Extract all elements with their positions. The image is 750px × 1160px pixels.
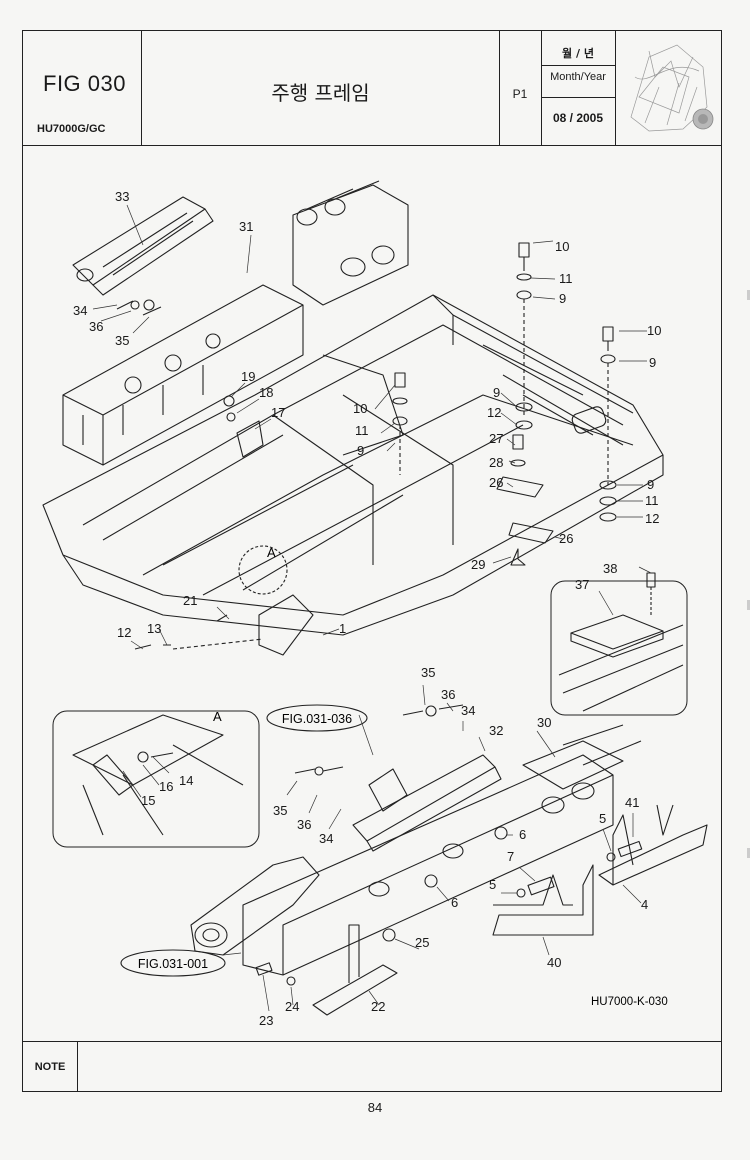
callout-11: 11 (355, 423, 369, 438)
month-year-label-en: Month/Year (550, 71, 606, 83)
callout-9: 9 (559, 291, 566, 306)
callout-15: 15 (141, 793, 155, 808)
detail-inset-label-a: A (213, 709, 222, 724)
track-guard-part-22 (312, 964, 398, 1016)
callout-12: 12 (487, 405, 501, 420)
callout-19: 19 (241, 369, 255, 384)
header-divider (499, 31, 500, 145)
drawing-ref-code: HU7000-K-030 (591, 996, 668, 1008)
month-year-label-kr: 월 / 년 (562, 47, 594, 60)
callout-6: 6 (451, 895, 458, 910)
scan-edge-mark (747, 290, 750, 300)
upper-arm-part-33 (72, 196, 206, 286)
callout-26: 26 (489, 475, 503, 490)
figure-code: FIG 030 (43, 71, 126, 96)
callout-34: 34 (319, 831, 333, 846)
fig-ref-031-001[interactable]: FIG.031-001 (120, 949, 226, 977)
callout-5: 5 (489, 877, 496, 892)
header-divider (541, 31, 542, 145)
header-divider (541, 97, 615, 98)
callout-36: 36 (89, 319, 103, 334)
callout-10: 10 (353, 401, 367, 416)
callout-13: 13 (147, 621, 161, 636)
callout-23: 23 (259, 1013, 273, 1028)
detail-marker-a: A (267, 545, 276, 560)
callout-17: 17 (271, 405, 285, 420)
callout-10: 10 (555, 239, 569, 254)
page-number: 84 (367, 1100, 383, 1115)
callout-40: 40 (547, 955, 561, 970)
callout-33: 33 (115, 189, 129, 204)
callout-26: 26 (559, 531, 573, 546)
callout-35: 35 (115, 333, 129, 348)
callout-12: 12 (117, 625, 131, 640)
callout-10: 10 (647, 323, 661, 338)
callout-11: 11 (645, 493, 659, 508)
callout-28: 28 (489, 455, 503, 470)
callout-31: 31 (239, 219, 253, 234)
callout-25: 25 (415, 935, 429, 950)
lower-arm-part-32 (352, 754, 496, 842)
note-row: NOTE (23, 1041, 721, 1092)
callout-34: 34 (461, 703, 475, 718)
callout-9: 9 (647, 477, 654, 492)
exploded-view-drawing: 33 31 34 36 35 19 18 17 10 11 9 10 9 10 … (23, 145, 721, 1041)
callout-6: 6 (519, 827, 526, 842)
header-block: FIG 030 HU7000G/GC 주행 프레임 P1 월 / 년 Month… (23, 31, 721, 146)
callout-21: 21 (183, 593, 197, 608)
callout-9: 9 (357, 443, 364, 458)
callout-11: 11 (559, 271, 573, 286)
callout-36: 36 (297, 817, 311, 832)
note-label: NOTE (23, 1042, 78, 1092)
callout-24: 24 (285, 999, 299, 1014)
approval-stamp-image (630, 44, 714, 132)
callout-16: 16 (159, 779, 173, 794)
callout-9: 9 (493, 385, 500, 400)
main-frame-outline (42, 294, 664, 616)
callout-14: 14 (179, 773, 193, 788)
callout-7: 7 (507, 849, 514, 864)
callout-22: 22 (371, 999, 385, 1014)
callout-30: 30 (537, 715, 551, 730)
parts-catalog-sheet: FIG 030 HU7000G/GC 주행 프레임 P1 월 / 년 Month… (22, 30, 722, 1092)
model-name: HU7000G/GC (37, 123, 106, 135)
track-guard-part-4 (612, 814, 634, 885)
callout-12: 12 (645, 511, 659, 526)
callout-36: 36 (441, 687, 455, 702)
page-title: 주행 프레임 (271, 81, 370, 105)
callout-32: 32 (489, 723, 503, 738)
callout-29: 29 (471, 557, 485, 572)
header-divider (615, 31, 616, 145)
scan-edge-mark (747, 600, 750, 610)
header-divider (541, 65, 615, 66)
callout-37: 37 (575, 577, 589, 592)
fig-ref-031-036[interactable]: FIG.031-036 (266, 704, 368, 732)
callout-34: 34 (73, 303, 87, 318)
callout-27: 27 (489, 431, 503, 446)
track-guard-part-40 (492, 864, 594, 936)
callout-38: 38 (603, 561, 617, 576)
svg-text:FIG.031-001: FIG.031-001 (138, 957, 208, 971)
callout-41: 41 (625, 795, 639, 810)
revision-date: 08 / 2005 (552, 111, 604, 125)
page-code: P1 (512, 87, 528, 101)
frame-exploded-diagram: 33 31 34 36 35 19 18 17 10 11 9 10 9 10 … (42, 180, 708, 1028)
callout-35: 35 (273, 803, 287, 818)
fastener-stack-right (392, 242, 617, 566)
callout-9: 9 (649, 355, 656, 370)
callout-35: 35 (421, 665, 435, 680)
svg-text:FIG.031-036: FIG.031-036 (282, 712, 352, 726)
callout-18: 18 (259, 385, 273, 400)
callout-5: 5 (599, 811, 606, 826)
callout-4: 4 (641, 897, 648, 912)
header-divider (141, 31, 142, 145)
callout-1: 1 (339, 621, 346, 636)
scan-edge-mark (747, 848, 750, 858)
